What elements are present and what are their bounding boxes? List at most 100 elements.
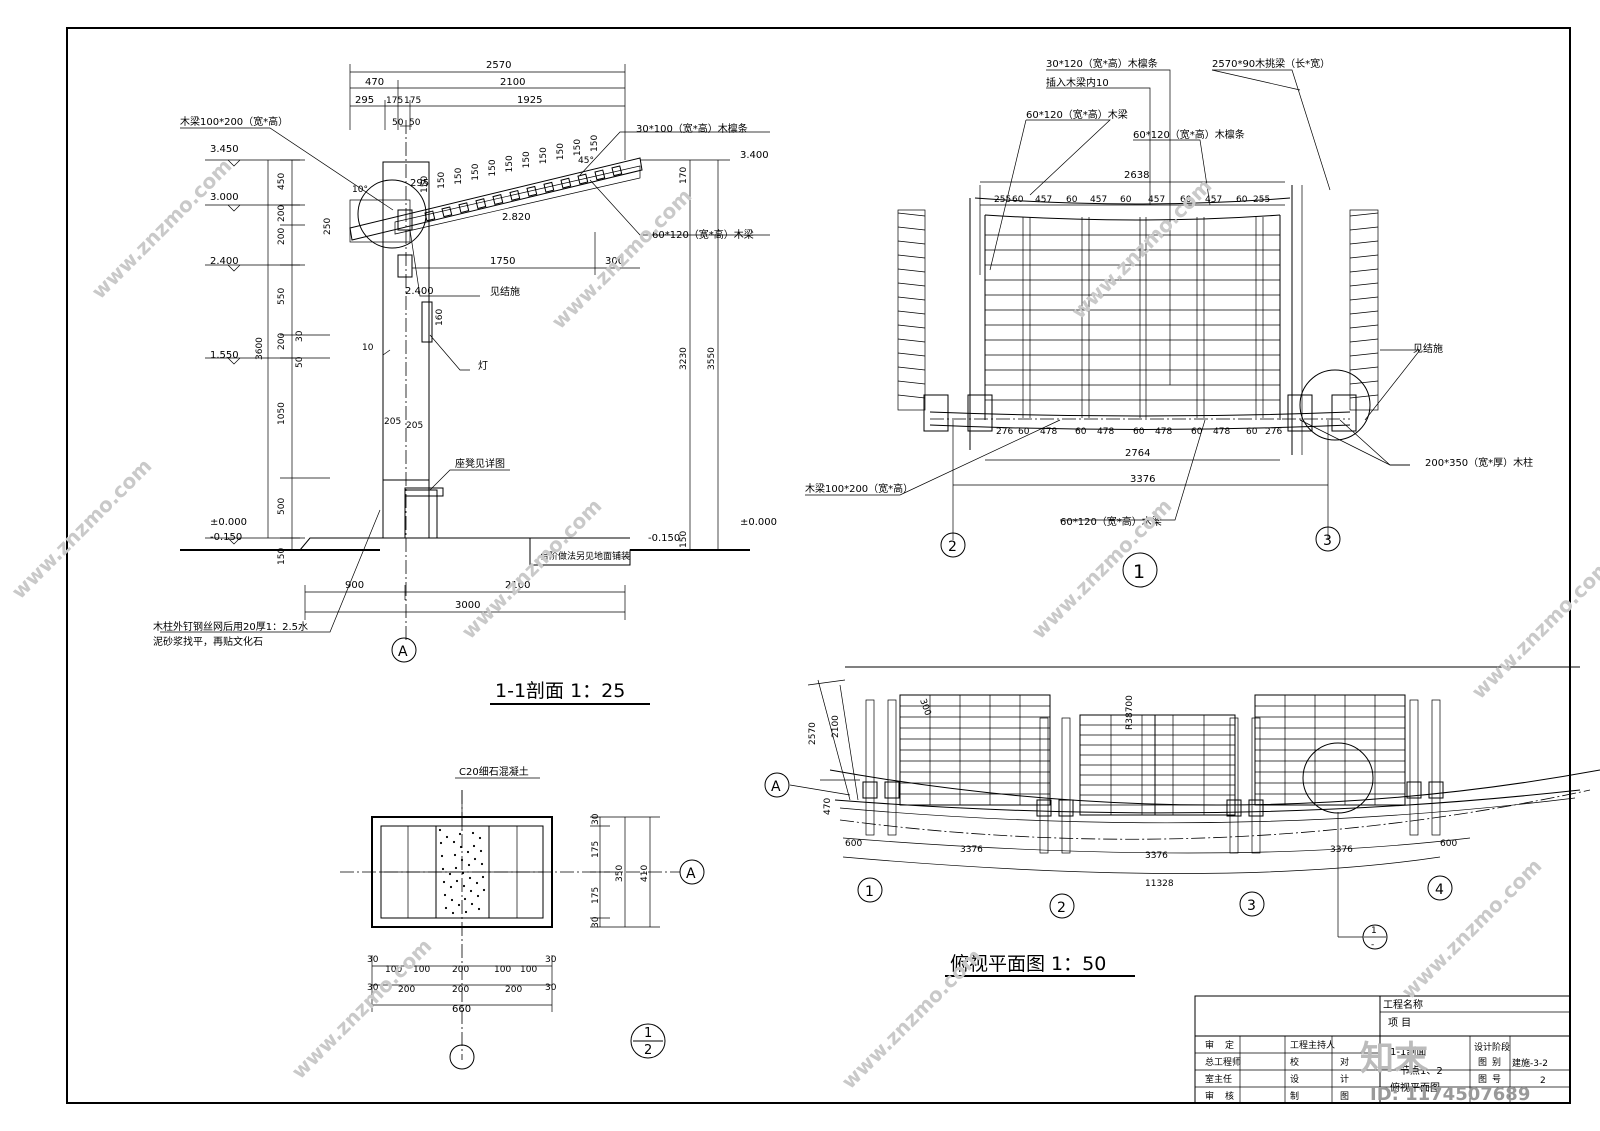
svg-text:255: 255	[1253, 195, 1270, 205]
svg-text:插入木梁内10: 插入木梁内10	[1046, 76, 1109, 89]
purlin	[577, 173, 589, 185]
svg-text:3.450: 3.450	[210, 144, 239, 155]
svg-text:www.znzmo.com: www.znzmo.com	[547, 184, 697, 334]
svg-text:60: 60	[1191, 427, 1203, 437]
svg-text:457: 457	[1205, 195, 1222, 205]
svg-text:10°: 10°	[352, 185, 368, 195]
svg-text:2638: 2638	[1124, 170, 1149, 181]
svg-text:170: 170	[679, 167, 689, 184]
svg-text:项 目: 项 目	[1388, 1017, 1411, 1029]
svg-text:200: 200	[277, 333, 287, 350]
svg-text:2570*90木挑梁（长*宽）: 2570*90木挑梁（长*宽）	[1212, 57, 1330, 70]
svg-text:R38700: R38700	[1125, 695, 1135, 730]
column-note-1: 木柱外钉钢丝网后用20厚1：2.5水	[153, 620, 308, 633]
svg-text:457: 457	[1090, 195, 1107, 205]
svg-text:俯视平面图: 俯视平面图	[1390, 1081, 1440, 1094]
svg-text:A: A	[686, 866, 696, 882]
purlin	[560, 177, 572, 189]
label-beam-right: 60*120（宽*高）木梁	[652, 228, 754, 241]
svg-text:3.000: 3.000	[210, 192, 239, 203]
purlin-spacing: 150	[556, 143, 566, 160]
svg-text:150: 150	[277, 548, 287, 565]
section-bubble-1	[1122, 552, 1158, 588]
svg-text:1750: 1750	[490, 256, 515, 267]
column-right-a	[1287, 394, 1313, 432]
svg-text:A: A	[771, 779, 781, 795]
svg-text:www.znzmo.com: www.znzmo.com	[1467, 554, 1600, 704]
axis-bubble-a	[764, 772, 790, 798]
svg-text:A: A	[398, 644, 408, 660]
svg-text:10: 10	[362, 343, 374, 353]
svg-text:-0.150: -0.150	[648, 533, 680, 544]
svg-text:175: 175	[386, 96, 403, 106]
svg-text:设计阶段: 设计阶段	[1474, 1041, 1510, 1053]
svg-text:60: 60	[1018, 427, 1030, 437]
svg-text:250: 250	[323, 218, 333, 235]
svg-text:审: 审	[1205, 1090, 1214, 1102]
svg-text:295: 295	[355, 95, 374, 106]
purlin	[594, 169, 606, 181]
svg-text:100: 100	[494, 965, 511, 975]
svg-text:校: 校	[1290, 1056, 1299, 1068]
svg-text:3.400: 3.400	[740, 150, 769, 161]
title-block: 工程名称 项 目 1-1剖面 节点1、2 俯视平面图 设计阶段 建施-3-2 2…	[1194, 995, 1571, 1104]
svg-text:205: 205	[384, 417, 401, 427]
svg-text:www.znzmo.com: www.znzmo.com	[1397, 854, 1547, 1004]
svg-text:660: 660	[452, 1004, 471, 1015]
svg-text:见结施: 见结施	[1413, 342, 1443, 355]
svg-text:1: 1	[865, 884, 874, 900]
svg-text:3230: 3230	[679, 347, 689, 370]
purlin	[526, 185, 538, 197]
image-id: ID: 1174507689	[1370, 1084, 1530, 1105]
svg-text:50: 50	[295, 356, 305, 368]
footing-detail: C20细石混凝土 30 175 175 30 350 410 A 30	[340, 765, 705, 1070]
svg-text:设: 设	[1290, 1074, 1299, 1085]
svg-text:±0.000: ±0.000	[210, 517, 247, 528]
lamp-icon	[421, 301, 433, 343]
svg-text:2.400: 2.400	[210, 256, 239, 267]
axis-bubble-a	[391, 637, 417, 663]
svg-text:200*350（宽*厚）木柱: 200*350（宽*厚）木柱	[1425, 456, 1533, 469]
label-beam-top: 木梁100*200（宽*高）	[180, 115, 288, 128]
svg-text:计: 计	[1340, 1073, 1349, 1085]
label-purlin: 30*100（宽*高）木檩条	[636, 122, 748, 135]
svg-text:3000: 3000	[455, 600, 480, 611]
label-bench: 座凳见详图	[455, 457, 505, 470]
svg-text:3376: 3376	[1130, 474, 1155, 485]
purlin-spacing: 150	[590, 135, 600, 152]
purlin-spacing: 150	[522, 151, 532, 168]
svg-text:600: 600	[1440, 839, 1457, 849]
section-1-1: 台阶做法另见地面铺装	[153, 60, 777, 705]
svg-text:200: 200	[505, 985, 522, 995]
purlin-spacing: 150	[488, 159, 498, 176]
svg-text:457: 457	[1035, 195, 1052, 205]
svg-text:www.znzmo.com: www.znzmo.com	[837, 944, 987, 1094]
svg-text:www.znzmo.com: www.znzmo.com	[457, 494, 607, 644]
svg-text:3376: 3376	[1330, 845, 1353, 855]
purlin-spacing: 150	[454, 167, 464, 184]
svg-text:350: 350	[615, 865, 625, 882]
svg-text:图: 图	[1340, 1091, 1349, 1102]
svg-text:60: 60	[1012, 195, 1024, 205]
svg-text:对: 对	[1340, 1056, 1349, 1068]
purlin	[611, 165, 623, 177]
svg-text:450: 450	[277, 173, 287, 190]
svg-text:175: 175	[591, 841, 601, 858]
svg-text:1: 1	[644, 1026, 652, 1041]
svg-text:276: 276	[1265, 427, 1282, 437]
svg-text:2: 2	[1540, 1076, 1546, 1086]
svg-text:1050: 1050	[277, 402, 287, 425]
svg-text:478: 478	[1155, 427, 1172, 437]
purlin	[492, 194, 504, 205]
svg-text:图: 图	[1478, 1074, 1487, 1085]
purlin-spacing: 150	[437, 171, 447, 188]
svg-text:30: 30	[545, 955, 557, 965]
svg-text:600: 600	[845, 839, 862, 849]
svg-text:2.820: 2.820	[502, 212, 531, 223]
purlin	[543, 181, 555, 193]
svg-text:木梁100*200（宽*高）: 木梁100*200（宽*高）	[805, 482, 913, 495]
svg-text:核: 核	[1225, 1090, 1234, 1102]
svg-text:2: 2	[948, 539, 957, 555]
